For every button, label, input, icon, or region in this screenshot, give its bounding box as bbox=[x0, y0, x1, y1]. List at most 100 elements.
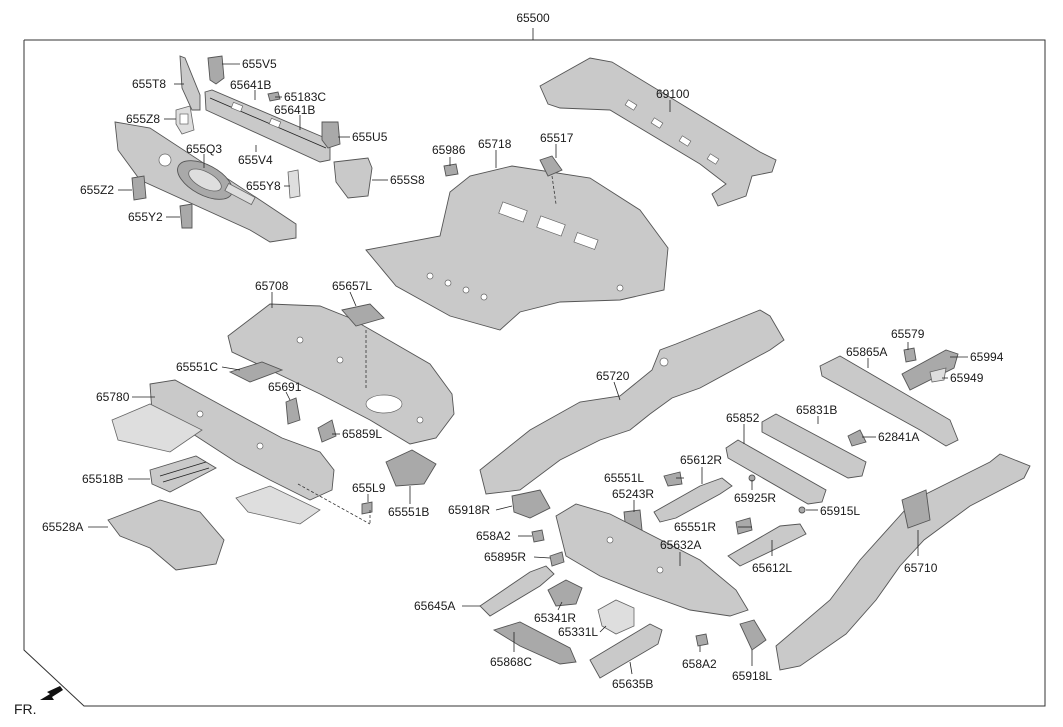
clip-658A2-lower bbox=[695, 633, 709, 647]
label-65551C: 65551C bbox=[176, 360, 218, 374]
member-65852 bbox=[725, 439, 827, 505]
member-65645A bbox=[479, 565, 555, 617]
bracket-655V5 bbox=[207, 55, 225, 85]
bracket-62841A bbox=[847, 429, 867, 447]
label-65949: 65949 bbox=[950, 371, 984, 385]
label-65720: 65720 bbox=[596, 369, 630, 383]
label-65551R: 65551R bbox=[674, 520, 716, 534]
bracket-65949 bbox=[929, 367, 947, 383]
bracket-65918L bbox=[739, 619, 767, 651]
label-655Y2: 655Y2 bbox=[128, 210, 163, 224]
rear-floor-pan-65718 bbox=[365, 165, 669, 331]
label-65635B: 65635B bbox=[612, 677, 653, 691]
label-65710: 65710 bbox=[904, 561, 938, 575]
clip-65895R bbox=[549, 551, 565, 567]
bracket-65918R bbox=[511, 489, 551, 519]
label-65708: 65708 bbox=[255, 279, 289, 293]
bolt-65579 bbox=[903, 347, 917, 363]
pillar-655T8 bbox=[179, 55, 201, 111]
member-65831B bbox=[761, 413, 867, 479]
label-65918R: 65918R bbox=[448, 503, 490, 517]
member-65612R bbox=[653, 477, 733, 523]
bracket-65551C bbox=[228, 361, 284, 383]
bracket-65868C bbox=[492, 621, 577, 665]
reinforcement-65859L bbox=[317, 419, 337, 443]
label-65994: 65994 bbox=[970, 350, 1004, 364]
assembly-number: 65500 bbox=[516, 11, 550, 25]
panel-65518B bbox=[149, 455, 217, 493]
bracket-65994 bbox=[901, 349, 959, 391]
label-65895R: 65895R bbox=[484, 550, 526, 564]
clip-658A2-upper bbox=[531, 529, 545, 543]
label-65243R: 65243R bbox=[612, 487, 654, 501]
bracket-65341R bbox=[547, 579, 583, 607]
label-65852: 65852 bbox=[726, 411, 760, 425]
label-65718: 65718 bbox=[478, 137, 512, 151]
panel-65528A bbox=[107, 499, 225, 571]
label-655V5: 655V5 bbox=[242, 57, 277, 71]
bracket-655Y8 bbox=[287, 169, 301, 199]
label-65865A: 65865A bbox=[846, 345, 887, 359]
panel-655V4 bbox=[204, 89, 331, 163]
member-65635B bbox=[589, 623, 663, 679]
panel-655S8 bbox=[333, 157, 373, 199]
bracket-65551L bbox=[663, 471, 683, 487]
label-65780: 65780 bbox=[96, 390, 130, 404]
label-69100: 69100 bbox=[656, 87, 690, 101]
label-65612R: 65612R bbox=[680, 453, 722, 467]
label-65551L: 65551L bbox=[604, 471, 644, 485]
bracket-65551R bbox=[735, 517, 753, 535]
label-65986: 65986 bbox=[432, 143, 466, 157]
side-member-65720 bbox=[479, 309, 785, 495]
leader-lines bbox=[88, 63, 968, 675]
bracket-655Y2 bbox=[179, 203, 193, 229]
label-65528A: 65528A bbox=[42, 520, 83, 534]
label-65868C: 65868C bbox=[490, 655, 532, 669]
label-65645A: 65645A bbox=[414, 599, 455, 613]
label-655V4: 655V4 bbox=[238, 153, 273, 167]
clip-65915L bbox=[798, 506, 806, 514]
label-658A2-lower: 658A2 bbox=[682, 657, 717, 671]
label-65551B: 65551B bbox=[388, 505, 429, 519]
bracket-65657L bbox=[341, 303, 385, 327]
label-65341R: 65341R bbox=[534, 611, 576, 625]
front-direction-indicator: FR. bbox=[14, 686, 63, 717]
label-655L9: 655L9 bbox=[352, 481, 386, 495]
label-65183C: 65183C bbox=[284, 90, 326, 104]
label-655T8: 655T8 bbox=[132, 77, 166, 91]
label-655Y8: 655Y8 bbox=[246, 179, 281, 193]
label-655U5: 655U5 bbox=[352, 130, 388, 144]
label-65915L: 65915L bbox=[820, 504, 860, 518]
crossmember-69100 bbox=[539, 57, 777, 207]
front-floor-65632A bbox=[555, 503, 749, 617]
label-65632A: 65632A bbox=[660, 538, 701, 552]
assembly-frame bbox=[23, 28, 1046, 707]
label-655S8: 655S8 bbox=[390, 173, 425, 187]
rear-panel-655Q3 bbox=[114, 121, 297, 243]
label-655Q3: 655Q3 bbox=[186, 142, 222, 156]
clip-65986 bbox=[443, 163, 459, 177]
label-658A2-upper: 658A2 bbox=[476, 529, 511, 543]
center-floor-65708 bbox=[227, 303, 455, 445]
label-655Z8: 655Z8 bbox=[126, 112, 160, 126]
bracket-65517 bbox=[539, 155, 563, 205]
label-65641B-upper: 65641B bbox=[230, 78, 271, 92]
label-65331L: 65331L bbox=[558, 625, 598, 639]
member-65612L bbox=[727, 523, 807, 567]
label-65831B: 65831B bbox=[796, 403, 837, 417]
front-arrow-icon bbox=[40, 686, 63, 700]
bracket-65331L bbox=[597, 599, 635, 635]
label-65518B: 65518B bbox=[82, 472, 123, 486]
label-65918L: 65918L bbox=[732, 669, 772, 683]
label-65612L: 65612L bbox=[752, 561, 792, 575]
label-655Z2: 655Z2 bbox=[80, 183, 114, 197]
front-direction-label: FR. bbox=[14, 701, 37, 717]
reinforcement-65691 bbox=[285, 397, 301, 425]
crossmember-65865A bbox=[819, 355, 959, 447]
label-65691: 65691 bbox=[268, 380, 302, 394]
bracket-655U5 bbox=[321, 121, 341, 149]
bracket-655Z2 bbox=[131, 175, 147, 201]
label-65859L: 65859L bbox=[342, 427, 382, 441]
label-65641B-lower: 65641B bbox=[274, 103, 315, 117]
